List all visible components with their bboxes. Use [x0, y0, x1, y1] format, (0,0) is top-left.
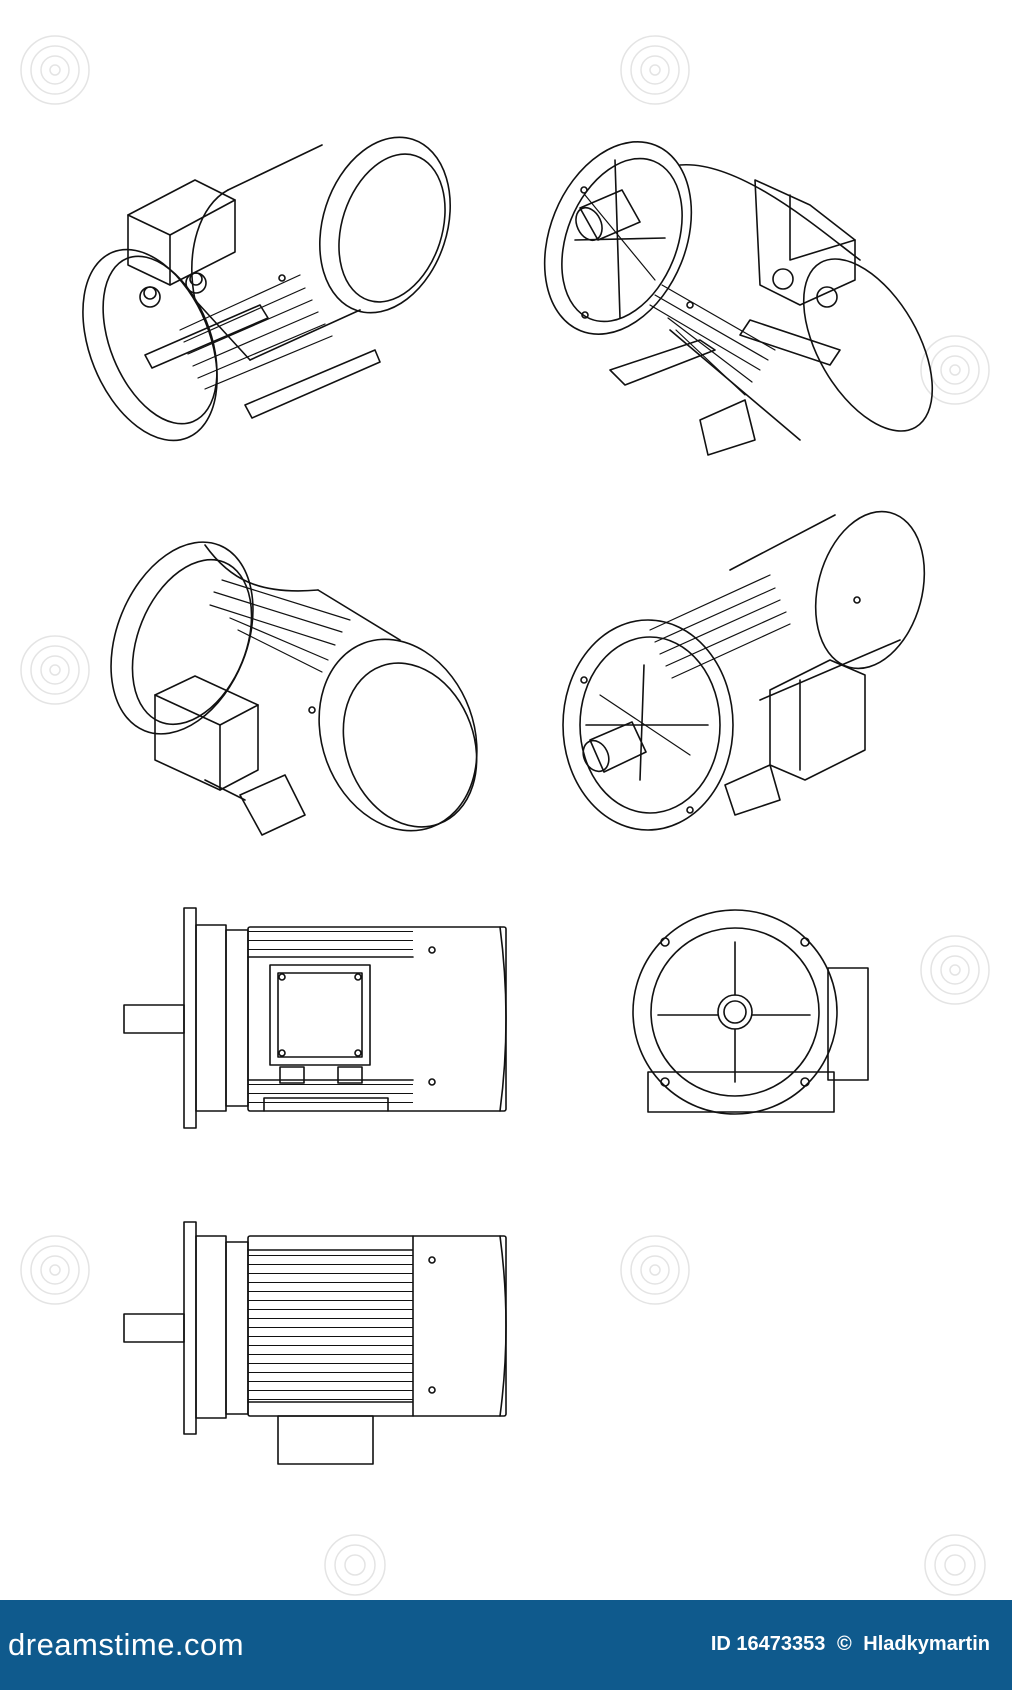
stock-footer-bar: dreamstime.com ID 16473353 © Hladkymarti…: [0, 1600, 1012, 1690]
motor-iso-view-4: [562, 510, 926, 831]
motor-side-view-terminal: [123, 907, 507, 1129]
motor-iso-view-3: [110, 541, 478, 836]
author-name[interactable]: Hladkymartin: [863, 1633, 990, 1655]
motor-top-view-fins: [123, 1221, 507, 1465]
electric-motor-drawing: [82, 136, 934, 1465]
motor-iso-view-1: [82, 136, 451, 442]
image-id: ID 16473353: [710, 1633, 826, 1655]
copyright-icon: ©: [836, 1633, 852, 1655]
motor-iso-view-2: [543, 141, 934, 456]
image-credit: ID 16473353 © Hladkymartin: [705, 1626, 990, 1662]
motor-front-view: [632, 909, 869, 1115]
dreamstime-logo[interactable]: dreamstime.com: [8, 1627, 245, 1662]
